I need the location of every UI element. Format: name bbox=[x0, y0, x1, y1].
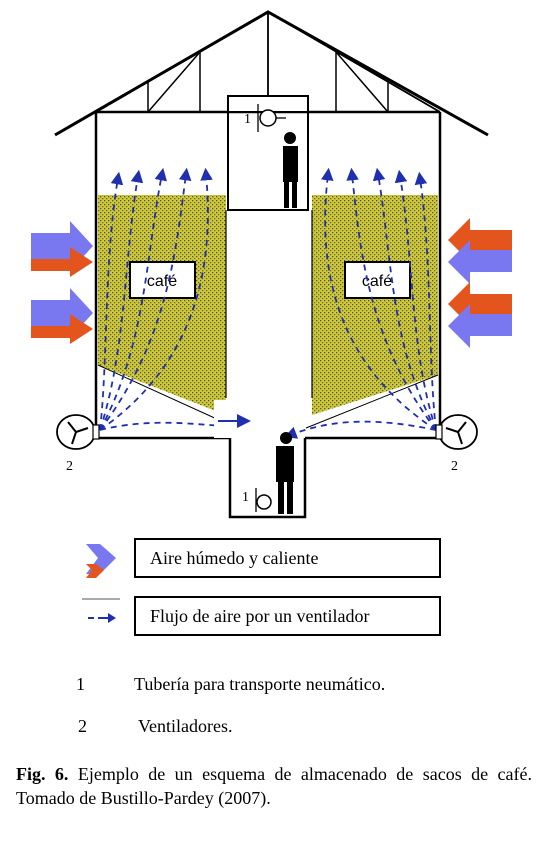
roof-truss bbox=[54, 10, 489, 137]
list-item-number: 2 bbox=[78, 716, 87, 736]
hot-humid-air-arrow-icon bbox=[86, 544, 116, 578]
pipe-valve-top-icon bbox=[257, 104, 286, 132]
right-coffee-bin bbox=[312, 195, 438, 415]
figure-caption: Fig. 6. Ejemplo de un esquema de almacen… bbox=[16, 762, 532, 810]
legend-label: Flujo de aire por un ventilador bbox=[150, 606, 370, 626]
fan-marker-left: 2 bbox=[66, 459, 73, 474]
fan-airflow-paths bbox=[99, 167, 437, 439]
left-bin-label: café bbox=[147, 273, 177, 290]
fan-left-icon bbox=[56, 414, 100, 450]
fan-marker-right: 2 bbox=[451, 459, 458, 474]
fan-airflow-arrow-icon bbox=[82, 598, 120, 623]
left-bin-label-box bbox=[129, 261, 196, 299]
pipe-marker-top: 1 bbox=[244, 112, 251, 127]
right-bin-label: café bbox=[362, 273, 392, 290]
building-walls bbox=[94, 95, 442, 519]
list-item-text: Ventiladores. bbox=[138, 716, 233, 736]
worker-top-icon bbox=[283, 132, 298, 208]
legend-item-hot-humid-air: Aire húmedo y caliente bbox=[134, 538, 441, 578]
pipe-inlet bbox=[214, 400, 248, 438]
list-item-text: Tubería para transporte neumático. bbox=[134, 674, 386, 694]
list-item-number: 1 bbox=[76, 674, 85, 694]
fan-right-icon bbox=[435, 414, 478, 450]
right-bin-label-box bbox=[344, 261, 411, 299]
legend-label: Aire húmedo y caliente bbox=[150, 548, 319, 568]
pipe-marker-bottom: 1 bbox=[242, 490, 249, 505]
left-bin-hopper bbox=[98, 365, 226, 418]
storage-diagram: café café bbox=[31, 10, 512, 519]
hot-air-arrows-right bbox=[448, 218, 512, 348]
figure-caption-text: Ejemplo de un esquema de almacenado de s… bbox=[16, 764, 532, 808]
legend-item-fan-airflow: Flujo de aire por un ventilador bbox=[134, 596, 441, 636]
hot-air-arrows-left bbox=[31, 221, 93, 344]
pipe-valve-bottom-icon bbox=[255, 488, 272, 512]
figure-label: Fig. 6. bbox=[16, 764, 69, 784]
worker-bottom-icon bbox=[276, 432, 294, 514]
